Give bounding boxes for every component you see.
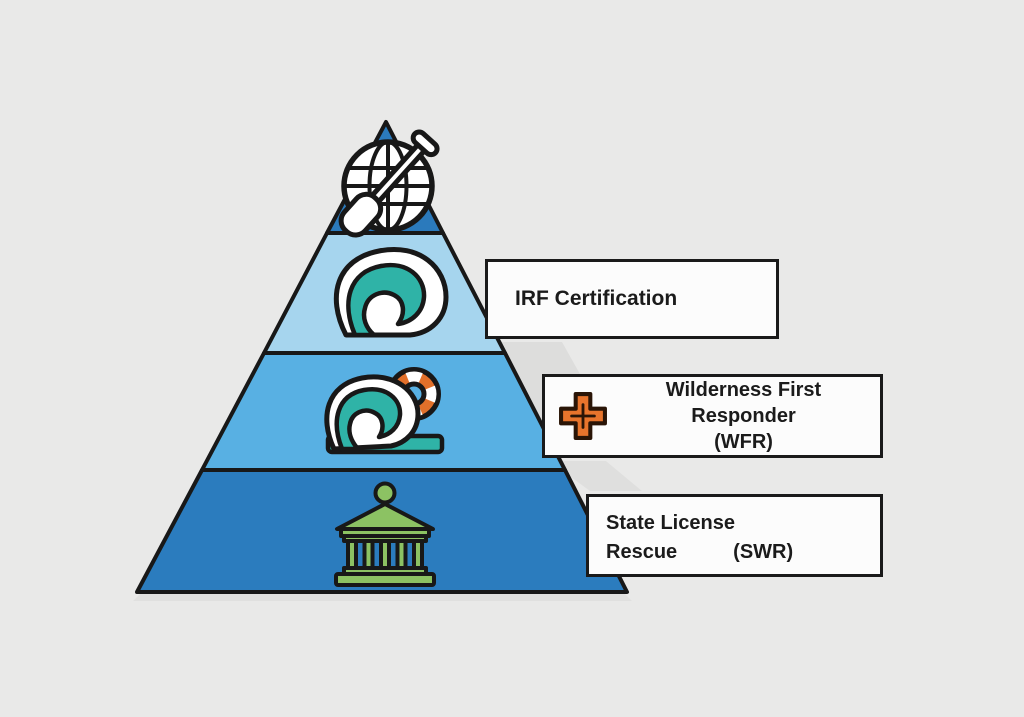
state-line1: State License xyxy=(606,512,735,534)
label-box-irf: IRF Certification xyxy=(485,259,779,339)
paddle-icon xyxy=(338,129,440,238)
wave-icon xyxy=(333,247,449,338)
label-box-wfr: Wilderness First Responder (WFR) xyxy=(542,374,883,458)
wave-lifering-icon xyxy=(324,367,445,455)
shadow-artifact xyxy=(133,594,632,601)
bank-icon xyxy=(334,481,436,587)
state-line2-right: (SWR) xyxy=(733,541,794,563)
wfr-line2: (WFR) xyxy=(714,431,773,453)
state-line2-left: Rescue xyxy=(606,541,678,563)
wfr-line1: Wilderness First Responder xyxy=(665,379,822,427)
medical-cross-icon xyxy=(559,392,607,440)
label-box-state: State License Rescue (SWR) xyxy=(586,494,883,577)
shadow-artifact xyxy=(549,461,642,491)
irf-label: IRF Certification xyxy=(515,287,678,310)
globe-paddle-icon xyxy=(338,129,440,238)
state-line2: Rescue (SWR) xyxy=(606,538,880,567)
wfr-label: Wilderness First Responder (WFR) xyxy=(615,377,872,455)
